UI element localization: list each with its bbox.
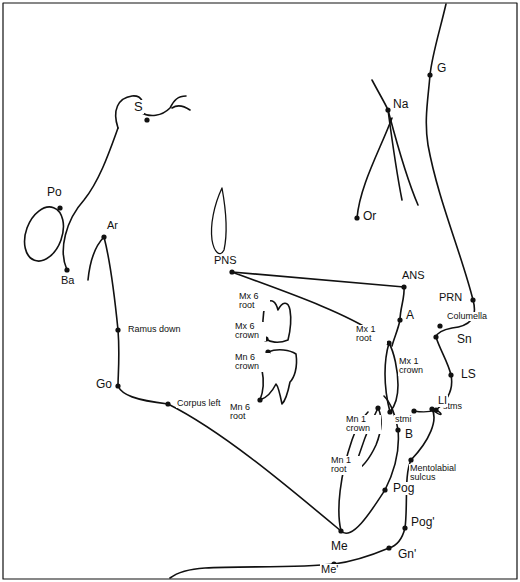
landmark-label: Mn 1 crown — [345, 415, 381, 434]
landmark-label: Corpus left — [176, 399, 222, 408]
landmark-label: Pog' — [410, 516, 436, 529]
landmark-label: Mentolabial sulcus — [409, 464, 481, 483]
landmark-label: Mn 6 root — [229, 403, 261, 422]
landmark-label: PRN — [438, 292, 463, 304]
landmark-label: S — [133, 100, 144, 114]
landmark-label: Pog — [392, 482, 415, 495]
landmark-label: Mx 1 root — [355, 325, 387, 344]
landmark-label: stmi — [394, 415, 413, 424]
landmark-label: Columella — [446, 312, 488, 321]
landmark-label: Go — [95, 378, 113, 391]
landmark-label: Mx 6 root — [238, 292, 270, 311]
landmark-label: Me — [330, 540, 349, 553]
landmark-label: Na — [392, 98, 409, 111]
landmark-label: Mn 1 root — [330, 456, 362, 475]
landmark-label: A — [405, 309, 415, 322]
landmark-label: Po — [46, 186, 63, 199]
landmark-label: Gn' — [397, 548, 417, 561]
landmark-label: Mx 6 crown — [234, 322, 266, 341]
landmark-label: Ramus down — [127, 325, 182, 334]
landmark-label: Ar — [106, 220, 119, 232]
landmark-label: Me' — [320, 564, 339, 576]
landmark-label: Sn — [456, 333, 473, 346]
landmark-label: G — [436, 62, 447, 75]
landmark-label: Or — [362, 210, 377, 223]
landmark-label: B — [404, 428, 414, 441]
landmark-label: LS — [460, 368, 477, 381]
landmark-label: PNS — [213, 255, 238, 267]
landmark-label: Mn 6 crown — [234, 353, 270, 372]
landmark-label: Mx 1 crown — [398, 357, 430, 376]
landmark-label: ANS — [401, 270, 426, 282]
landmark-label: Ba — [60, 275, 75, 287]
landmark-label: LI — [437, 395, 448, 407]
